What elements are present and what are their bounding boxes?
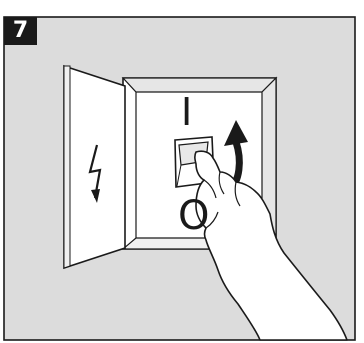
step-number-badge: 7: [4, 17, 37, 45]
switch-off-label: O: [178, 193, 210, 239]
cabinet-door: [63, 64, 126, 270]
switch-on-label: I: [181, 90, 193, 134]
lightning-bolt-icon: [88, 144, 102, 203]
hand-icon: [194, 150, 348, 341]
